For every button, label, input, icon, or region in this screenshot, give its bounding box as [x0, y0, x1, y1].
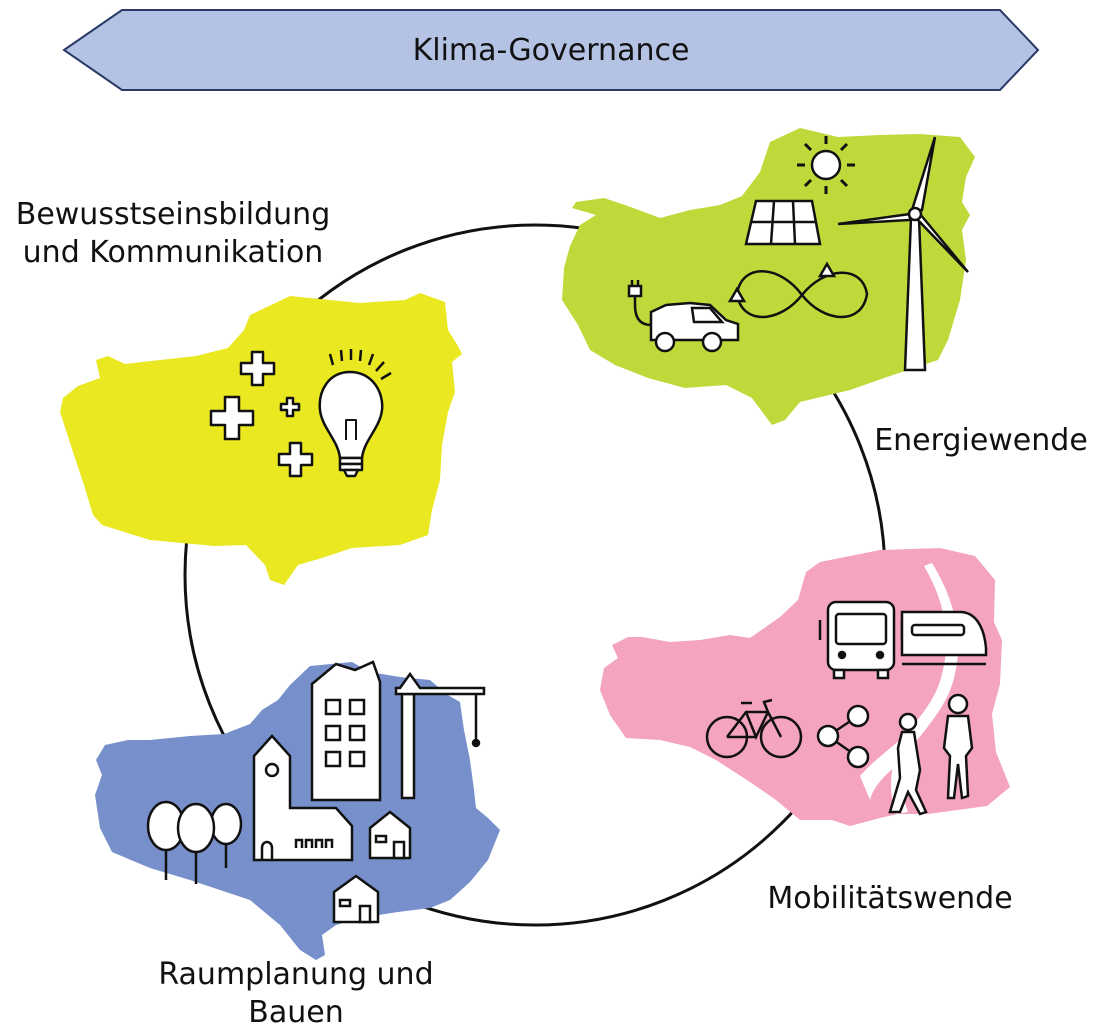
- infinity-cycle-icon: [727, 261, 869, 319]
- apartment-building-icon: [310, 660, 382, 802]
- train-icon: [900, 610, 988, 666]
- governance-banner: [62, 9, 1040, 91]
- bus-icon: [818, 600, 904, 680]
- label-mobility-line-1: Mobilitätswende: [767, 881, 1013, 916]
- plus-icon: [277, 441, 314, 478]
- network-icon: [816, 704, 870, 769]
- label-awareness-line-2: und Kommunikation: [22, 234, 324, 270]
- pedestrians-icon: [888, 693, 974, 816]
- label-spatial: Raumplanung und Bauen: [110, 956, 482, 1031]
- light-rays-icon: [328, 349, 392, 381]
- region-mobility: [600, 548, 1010, 826]
- house-icon: [368, 810, 412, 860]
- label-spatial-line-1: Raumplanung und Bauen: [158, 957, 434, 1030]
- trees-icon: [146, 800, 243, 884]
- plus-icon: [209, 395, 255, 441]
- church-icon: [252, 734, 354, 862]
- label-energy-line-1: Energiewende: [874, 423, 1088, 458]
- plus-icon: [239, 350, 276, 387]
- region-awareness: [60, 293, 462, 585]
- bicycle-icon: [705, 698, 803, 759]
- river-icon: [860, 738, 904, 800]
- region-spatial: [95, 660, 500, 960]
- sun-icon: [797, 136, 855, 194]
- governance-banner-title: Klima-Governance: [412, 32, 690, 68]
- region-awareness-shape: [60, 293, 462, 585]
- lightbulb-icon: [318, 370, 384, 478]
- wind-turbine-icon: [837, 136, 969, 372]
- solar-panel-icon: [744, 199, 822, 246]
- crane-icon: [394, 671, 486, 800]
- label-energy: Energiewende: [870, 422, 1092, 460]
- electric-car-icon: [627, 280, 740, 353]
- region-energy: [562, 128, 975, 425]
- house-icon: [332, 874, 380, 924]
- label-mobility: Mobilitätswende: [740, 880, 1040, 918]
- plus-icon: [279, 396, 301, 418]
- label-awareness-line-1: Bewusstseinsbildung: [15, 197, 331, 232]
- label-awareness: Bewusstseinsbildung und Kommunikation: [12, 196, 334, 271]
